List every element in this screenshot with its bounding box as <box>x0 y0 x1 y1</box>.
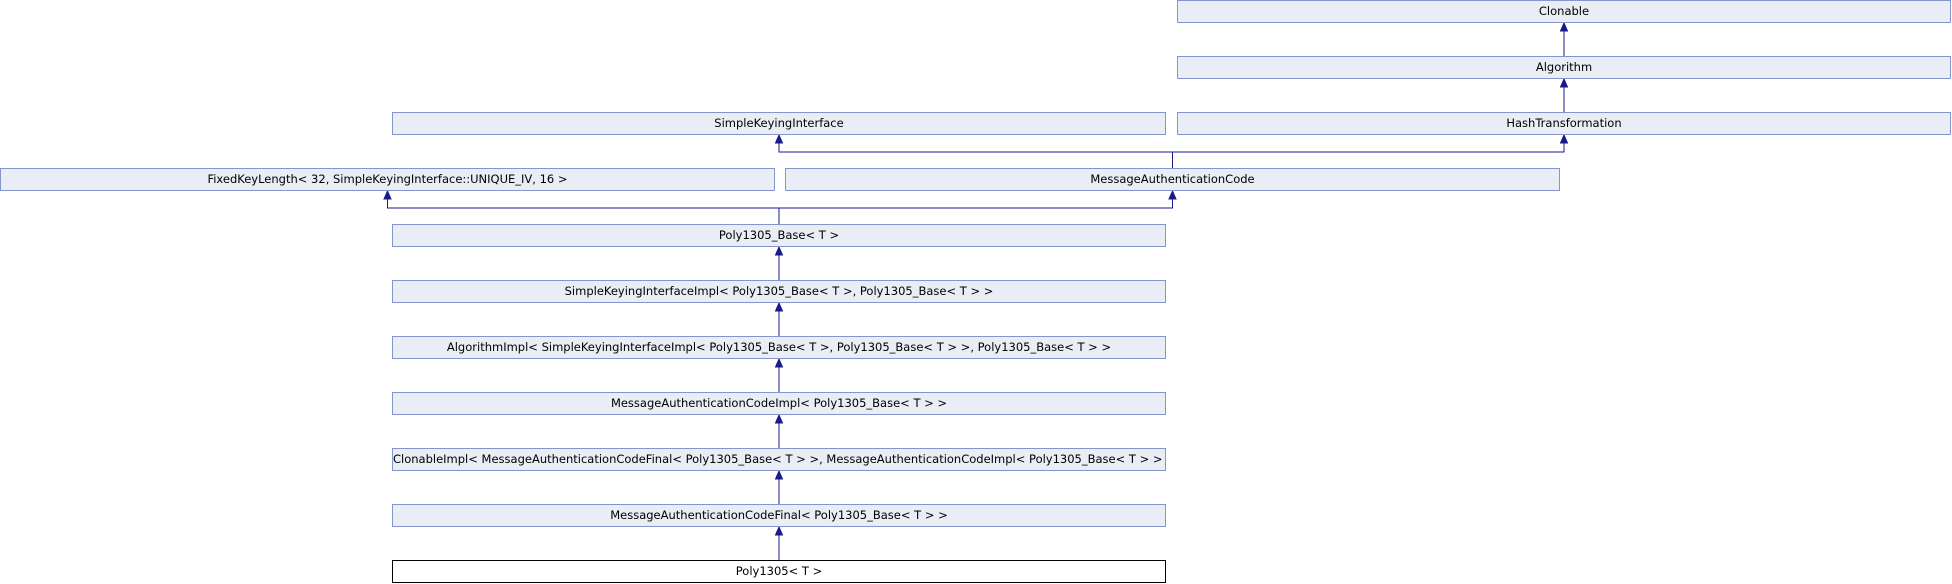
edge-arrowhead <box>1168 189 1177 200</box>
class-node-poly1305-current: Poly1305< T > <box>392 560 1166 583</box>
inheritance-edge-simple_keying_interface_impl-to-poly1305_base <box>774 245 784 280</box>
edge-arrowhead <box>774 133 784 144</box>
class-node-message-authentication-code-impl[interactable]: MessageAuthenticationCodeImpl< Poly1305_… <box>392 392 1166 415</box>
edge-line <box>1172 142 1565 168</box>
class-node-algorithm-impl[interactable]: AlgorithmImpl< SimpleKeyingInterfaceImpl… <box>392 336 1166 359</box>
inheritance-edge-message_authentication_code_impl-to-algorithm_impl <box>774 357 784 392</box>
class-node-clonable[interactable]: Clonable <box>1177 0 1951 23</box>
inheritance-edge-algorithm-to-clonable <box>1559 21 1569 56</box>
inheritance-edge-message_authentication_code-to-hash_transformation <box>1172 133 1569 168</box>
edge-line <box>778 142 1173 168</box>
inheritance-edge-poly1305_base-to-fixed_key_length <box>383 189 780 224</box>
edge-arrowhead <box>774 301 784 312</box>
edge-arrowhead <box>1559 21 1569 32</box>
class-node-clonable-impl[interactable]: ClonableImpl< MessageAuthenticationCodeF… <box>392 448 1166 471</box>
edge-arrowhead <box>774 413 784 424</box>
edge-arrowhead <box>774 469 784 480</box>
inheritance-edge-poly1305_base-to-message_authentication_code <box>778 189 1177 224</box>
inheritance-edge-algorithm_impl-to-simple_keying_interface_impl <box>774 301 784 336</box>
class-node-message-authentication-code[interactable]: MessageAuthenticationCode <box>785 168 1560 191</box>
edge-arrowhead <box>774 525 784 536</box>
edge-line <box>778 198 1173 224</box>
class-node-simple-keying-interface[interactable]: SimpleKeyingInterface <box>392 112 1166 135</box>
inheritance-edge-message_authentication_code_final-to-clonable_impl <box>774 469 784 504</box>
class-node-simple-keying-interface-impl[interactable]: SimpleKeyingInterfaceImpl< Poly1305_Base… <box>392 280 1166 303</box>
edge-arrowhead <box>1559 77 1569 88</box>
edge-arrowhead <box>774 357 784 368</box>
inheritance-edge-clonable_impl-to-message_authentication_code_impl <box>774 413 784 448</box>
class-node-algorithm[interactable]: Algorithm <box>1177 56 1951 79</box>
edge-arrowhead <box>383 189 392 200</box>
edge-arrowhead <box>774 245 784 256</box>
edge-line <box>387 198 780 224</box>
class-node-hash-transformation[interactable]: HashTransformation <box>1177 112 1951 135</box>
edge-arrowhead <box>1559 133 1569 144</box>
inheritance-edge-message_authentication_code-to-simple_keying_interface <box>774 133 1173 168</box>
class-node-fixed-key-length[interactable]: FixedKeyLength< 32, SimpleKeyingInterfac… <box>0 168 775 191</box>
inheritance-edge-hash_transformation-to-algorithm <box>1559 77 1569 112</box>
class-node-poly1305-base[interactable]: Poly1305_Base< T > <box>392 224 1166 247</box>
class-node-message-authentication-code-final[interactable]: MessageAuthenticationCodeFinal< Poly1305… <box>392 504 1166 527</box>
inheritance-edge-poly1305-to-message_authentication_code_final <box>774 525 784 560</box>
